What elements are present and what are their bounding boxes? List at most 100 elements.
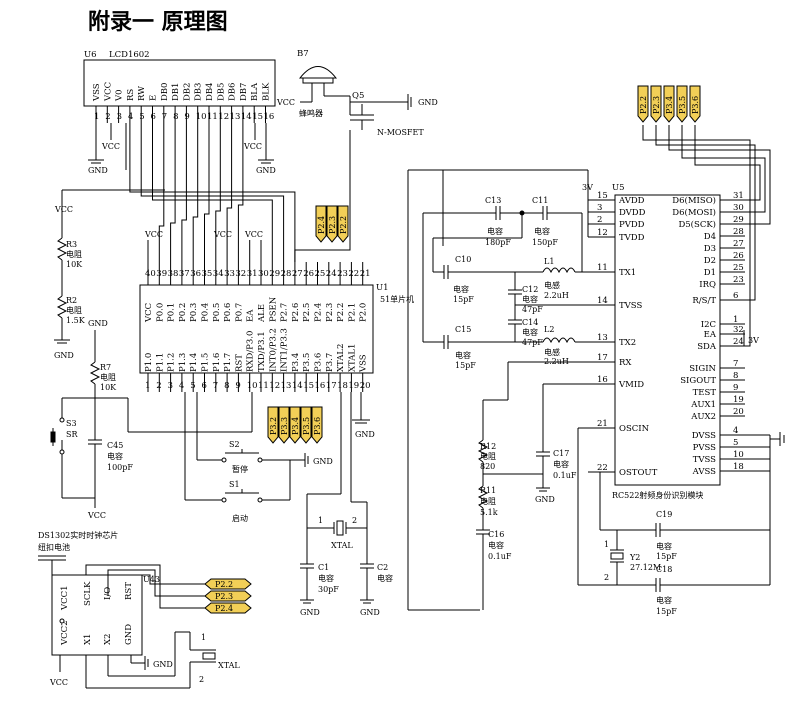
ds1302-vcc: VCC	[49, 678, 68, 687]
lcd-pin-num: 6	[151, 112, 156, 122]
ds1302-vcc2: VCC2	[60, 620, 70, 646]
lcd-pin-num: 7	[162, 112, 167, 122]
l2-ref: L2	[544, 325, 554, 334]
mcu-bot-pin-4: P1.4	[189, 353, 199, 372]
mcu-bot-pin-16: P3.7	[325, 353, 335, 372]
mcu-bot-pin-num: 11	[258, 381, 269, 391]
mcu-top-pin-0: VCC	[144, 303, 154, 323]
lcd-pin-db3: DB3	[194, 83, 204, 101]
mcu-bot-pin-14: P3.5	[302, 353, 312, 372]
c15-kind: 电容	[455, 350, 471, 360]
mcu-top-pin-7: P0.6	[223, 303, 233, 322]
rc-right-pin: AUX2	[690, 412, 716, 422]
r2-val: 1.5K	[66, 316, 86, 325]
c10-kind: 电容	[453, 284, 469, 294]
rc-left-num: 16	[597, 375, 608, 385]
rc-right-num: 26	[733, 251, 744, 261]
rc-left-num: 17	[597, 353, 608, 363]
svg-text:P2.2: P2.2	[215, 580, 233, 589]
mcu-bot-pin-18: XTAL1	[347, 344, 357, 372]
c12-val: 47pF	[522, 305, 543, 314]
mcu-bot-pin-num: 15	[303, 381, 314, 391]
mcu-top-pin-num: 36	[190, 269, 201, 279]
mcu-top-pin-num: 27	[292, 269, 303, 279]
mcu-top-pin-num: 26	[303, 269, 314, 279]
r7-ref: R7	[100, 363, 111, 372]
rc-left-num: 22	[597, 463, 608, 473]
lcd-part: LCD1602	[109, 50, 150, 60]
rc-right-num: 24	[733, 337, 744, 347]
rc-left-tx2: TX2	[619, 338, 636, 348]
mcu-bot-pin-15: P3.6	[314, 353, 324, 372]
c13-kind: 电容	[487, 226, 503, 236]
mcu-top-pin-num: 29	[269, 269, 280, 279]
rc-left-num: 12	[597, 228, 608, 238]
r12-kind: 电阻	[480, 451, 496, 461]
rc-right-pin: SIGOUT	[680, 376, 716, 386]
ds1302-body	[51, 574, 143, 656]
lcd-body	[83, 59, 276, 107]
mcu-gnd: GND	[355, 430, 375, 439]
mosfet: Q5 GND N-MOSFET	[350, 91, 438, 137]
rc-right-num: 10	[733, 450, 744, 460]
ds1302-rst: RST	[124, 582, 134, 600]
buzzer-ref: B7	[297, 49, 309, 59]
s1-ref: S1	[229, 480, 240, 489]
c1-kind: 电容	[318, 573, 334, 583]
r11-val: 5.1k	[480, 508, 498, 517]
mcu-bot-pin-num: 16	[315, 381, 326, 391]
mcu-top-pin-num: 21	[360, 269, 371, 279]
lcd-pin-vss: VSS	[92, 83, 102, 102]
svg-text:P3.6: P3.6	[691, 96, 700, 114]
ds-tag-P2.2: P2.2	[204, 578, 252, 590]
mosfet-ref: Q5	[352, 91, 364, 101]
r7-val: 10K	[100, 383, 117, 392]
lcd-pin-num: 11	[207, 112, 218, 122]
rc-right-pin: PVSS	[693, 443, 717, 453]
svg-text:P3.6: P3.6	[313, 417, 322, 435]
mcu-bot-pin-num: 5	[190, 381, 195, 391]
ds1302-gnd-pin: GND	[124, 624, 134, 645]
lcd-pin-num: 10	[196, 112, 207, 122]
r7-kind: 电阻	[100, 372, 116, 382]
svg-text:P2.3: P2.3	[328, 216, 337, 234]
xtal1-pin2: 2	[352, 516, 357, 525]
mcu-top-pin-num: 32	[235, 269, 246, 279]
y2-ref: Y2	[629, 553, 640, 562]
mcu-bot-pin-num: 7	[213, 381, 218, 391]
rc-right-num: 7	[733, 359, 738, 369]
ds1302-xtal: XTAL	[218, 661, 240, 670]
c19-kind: 电容	[656, 541, 672, 551]
mcu-top-pin-num: 37	[179, 269, 190, 279]
mcu-top-pin-9: EA	[246, 309, 256, 322]
mcu-top-pin-6: P0.5	[212, 303, 222, 322]
svg-text:P3.5: P3.5	[302, 417, 311, 435]
c18-ref: C18	[656, 565, 672, 574]
rc-right-num: 27	[733, 239, 744, 249]
mcu-top-pin-11: PSEN	[268, 296, 278, 322]
c1-val: 30pF	[318, 585, 339, 594]
r3-vcc: VCC	[54, 205, 73, 214]
svg-text:P2.3: P2.3	[652, 96, 661, 114]
rc-tag-P3.5: P3.5	[676, 85, 688, 123]
lcd-blk-gnd: GND	[256, 166, 276, 175]
mcu-top-pin-13: P2.6	[291, 303, 301, 322]
rc-right-pin: SDA	[697, 342, 717, 352]
mcu-top-pin-num: 24	[326, 269, 337, 279]
svg-text:P3.5: P3.5	[678, 96, 687, 114]
mcu-top-pin-2: P0.1	[167, 303, 177, 322]
c45-val: 100pF	[107, 463, 133, 472]
lcd-vcc-label: VCC	[101, 142, 120, 151]
rc-left-num: 15	[597, 191, 608, 201]
ds1302-battery: 纽扣电池	[38, 542, 70, 552]
rc-right-pin: DVSS	[692, 431, 716, 441]
rc-right-num: 30	[733, 203, 744, 213]
mcu-top-pin-5: P0.4	[201, 303, 211, 322]
lcd-pin-rw: RW	[137, 86, 147, 101]
mcu-top-pin-18: P2.1	[347, 303, 357, 322]
lcd-pin-db0: DB0	[160, 83, 170, 101]
mcu-bot-pin-2: P1.2	[167, 353, 177, 372]
svg-text:P3.4: P3.4	[291, 417, 300, 435]
ds1302-gnd: GND	[153, 660, 173, 669]
